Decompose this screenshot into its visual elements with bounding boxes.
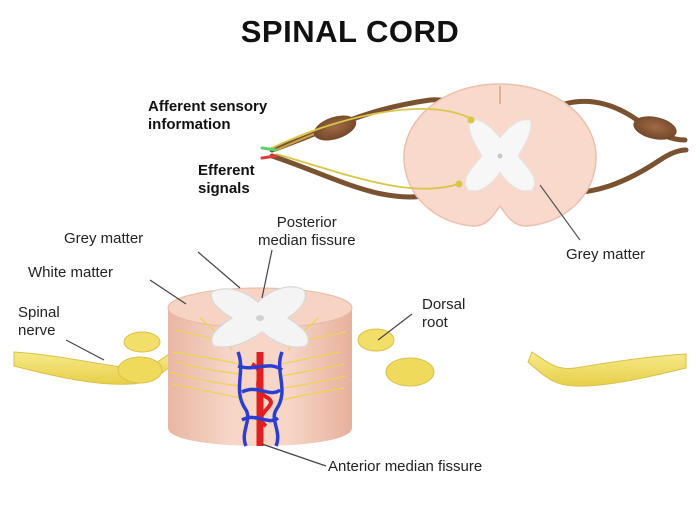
label-dorsal-line2: root	[422, 314, 448, 331]
label-posterior-line2: median fissure	[258, 232, 356, 249]
right-dorsal-ganglion	[633, 116, 677, 140]
label-dorsal-root: Dorsal root	[422, 296, 465, 332]
efferent-arrow	[260, 154, 278, 160]
spinal-nerve-pointer	[65, 339, 105, 361]
efferent-terminal-dot	[455, 180, 463, 188]
diagram-title: SPINAL CORD	[240, 14, 460, 49]
label-dorsal-line1: Dorsal	[422, 296, 466, 313]
cross-section-top	[260, 83, 689, 241]
label-spinal-line2: nerve	[18, 322, 56, 339]
spinal-veins	[236, 351, 284, 447]
label-spinal-line1: Spinal	[18, 304, 60, 321]
label-afferent-line1: Afferent sensory	[148, 98, 268, 115]
right-spinal-nerve	[527, 351, 687, 387]
left-dorsal-ganglion	[313, 115, 357, 141]
afferent-terminal-dot	[467, 116, 475, 124]
afferent-arrow	[260, 146, 278, 152]
label-white-matter: White matter	[28, 264, 114, 281]
label-spinal-nerve: Spinal nerve	[18, 304, 60, 340]
grey-matter-right-pointer	[539, 184, 581, 241]
label-anterior-median-fissure: Anterior median fissure	[328, 458, 483, 475]
posterior-fissure-pointer	[261, 249, 273, 299]
label-grey-matter-right: Grey matter	[566, 246, 646, 263]
anterior-fissure-pointer	[261, 443, 327, 467]
label-efferent-line1: Efferent	[198, 162, 255, 179]
label-afferent-line2: information	[148, 116, 231, 133]
grey-matter-top-pointer	[197, 251, 241, 289]
label-afferent-sensory: Afferent sensory information	[148, 98, 267, 134]
spinal-segment-bottom	[13, 286, 687, 447]
label-efferent-line2: signals	[198, 180, 250, 197]
white-matter-pointer	[149, 279, 187, 305]
label-posterior-line1: Posterior	[276, 214, 337, 231]
label-efferent-signals: Efferent signals	[198, 162, 255, 198]
efferent-signal-path	[275, 153, 459, 190]
label-grey-matter-top: Grey matter	[64, 230, 144, 247]
dorsal-root-pointer	[377, 313, 413, 341]
afferent-signal-path	[271, 108, 471, 149]
leader-lines	[65, 249, 413, 467]
label-posterior-median-fissure: Posterior median fissure	[258, 214, 356, 250]
